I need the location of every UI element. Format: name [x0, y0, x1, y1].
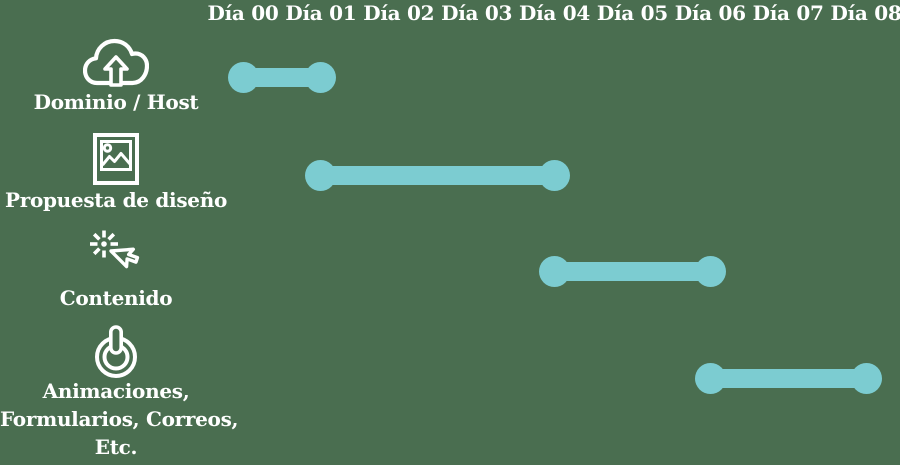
gantt-bar-animaciones — [694, 362, 882, 394]
bar-endpoint-start — [305, 159, 337, 191]
bar-rod — [319, 165, 556, 185]
task-label-contenido: Contenido — [59, 286, 173, 310]
bar-endpoint-start — [227, 61, 259, 93]
day-header-00: Día 00 — [207, 1, 279, 25]
day-header-02: Día 02 — [363, 1, 435, 25]
bar-endpoint-start — [694, 362, 726, 394]
image-icon — [0, 133, 232, 185]
day-header-06: Día 06 — [674, 1, 746, 25]
cursor-click-icon — [0, 229, 232, 281]
gantt-bar-propuesta — [305, 159, 570, 191]
gantt-bar-dominio-host — [227, 61, 337, 93]
day-header-07: Día 07 — [752, 1, 824, 25]
task-label-animaciones: Animaciones, Formularios, Correos, Etc. — [0, 379, 239, 459]
bar-endpoint-end — [539, 159, 570, 191]
day-header-04: Día 04 — [519, 1, 590, 25]
task-label-dominio-host: Dominio / Host — [33, 90, 199, 114]
gantt-bar-contenido — [539, 255, 726, 287]
bar-rod — [553, 261, 712, 281]
power-icon — [0, 325, 232, 379]
bar-endpoint-end — [305, 61, 337, 93]
bar-endpoint-end — [694, 255, 726, 287]
day-header-01: Día 01 — [285, 1, 357, 25]
bar-endpoint-end — [850, 362, 882, 394]
bar-rod — [241, 67, 323, 87]
day-header-03: Día 03 — [441, 1, 513, 25]
day-header-08: Día 08 — [830, 1, 900, 25]
cloud-upload-icon — [0, 36, 232, 90]
task-label-propuesta: Propuesta de diseño — [4, 188, 227, 212]
day-header-05: Día 05 — [596, 1, 668, 25]
bar-rod — [708, 368, 868, 388]
bar-endpoint-start — [539, 255, 570, 287]
